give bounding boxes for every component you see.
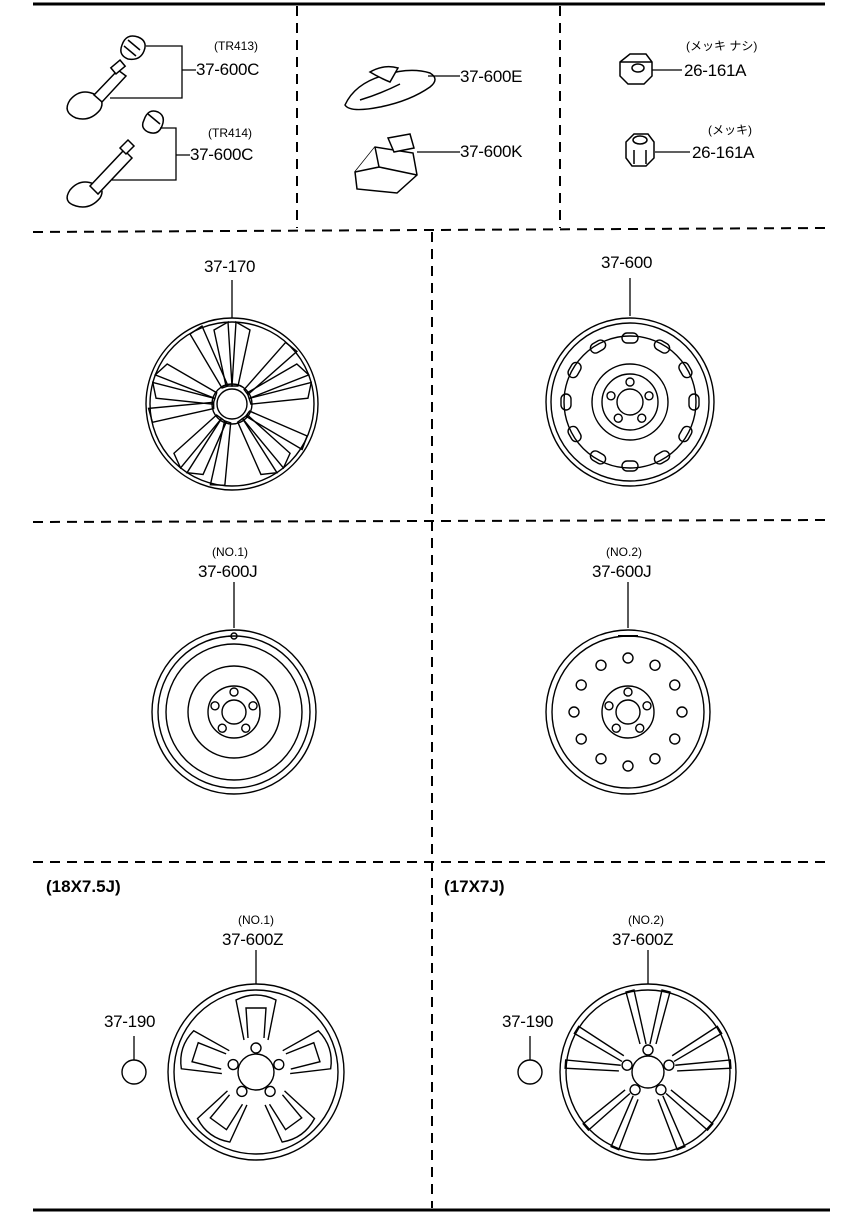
wheel-alloy-17-variant: (NO.2) <box>628 913 664 927</box>
valve-tr414-code: (TR414) <box>208 126 253 140</box>
wheel-cover <box>140 317 319 496</box>
weight-adhesive <box>354 133 418 194</box>
nut-plated-part-number: 26-161A <box>692 143 755 162</box>
nut-plated <box>625 133 655 167</box>
valve-tr413-code: (TR413) <box>214 39 259 53</box>
wheel-spare-2 <box>545 629 711 795</box>
wheel-spare-2-variant: (NO.2) <box>606 545 642 559</box>
valve-tr413 <box>66 35 146 120</box>
wheel-steel-part-number: 37-600 <box>601 253 653 272</box>
weight-clip-part-number: 37-600E <box>460 67 523 86</box>
valve-tr413-part-number: 37-600C <box>196 60 260 79</box>
nut-plated-finish: (メッキ) <box>708 123 752 137</box>
wheel-alloy-18-part-number: 37-600Z <box>222 930 284 949</box>
center-cap-18 <box>121 1059 147 1085</box>
wheel-spare-1 <box>151 629 317 795</box>
weight-adhesive-part-number: 37-600K <box>460 142 523 161</box>
nut-plain <box>619 53 653 85</box>
wheel-alloy-17-size: (17X7J) <box>444 877 505 896</box>
valve-tr414 <box>66 110 165 208</box>
nut-plain-part-number: 26-161A <box>684 61 747 80</box>
wheel-alloy-18-variant: (NO.1) <box>238 913 274 927</box>
wheel-alloy-18-size: (18X7.5J) <box>46 877 121 896</box>
center-cap-17 <box>517 1059 543 1085</box>
leader-tr414 <box>112 127 190 181</box>
divider-row-2 <box>32 519 826 523</box>
wheel-spare-1-part-number: 37-600J <box>198 562 258 581</box>
leader-tr413 <box>110 45 196 99</box>
wheel-cover-part-number: 37-170 <box>204 257 256 276</box>
wheel-alloy-17-part-number: 37-600Z <box>612 930 674 949</box>
wheel-alloy-17 <box>559 983 737 1161</box>
center-cap-17-part-number: 37-190 <box>502 1012 554 1031</box>
nut-plain-finish: (メッキ ナシ) <box>686 39 758 53</box>
wheel-spare-1-variant: (NO.1) <box>212 545 248 559</box>
wheel-spare-2-part-number: 37-600J <box>592 562 652 581</box>
center-cap-18-part-number: 37-190 <box>104 1012 156 1031</box>
wheel-steel <box>545 317 715 487</box>
valve-tr414-part-number: 37-600C <box>190 145 254 164</box>
divider-row-1 <box>32 227 826 233</box>
weight-clip <box>344 65 436 111</box>
wheel-alloy-18 <box>167 983 345 1161</box>
